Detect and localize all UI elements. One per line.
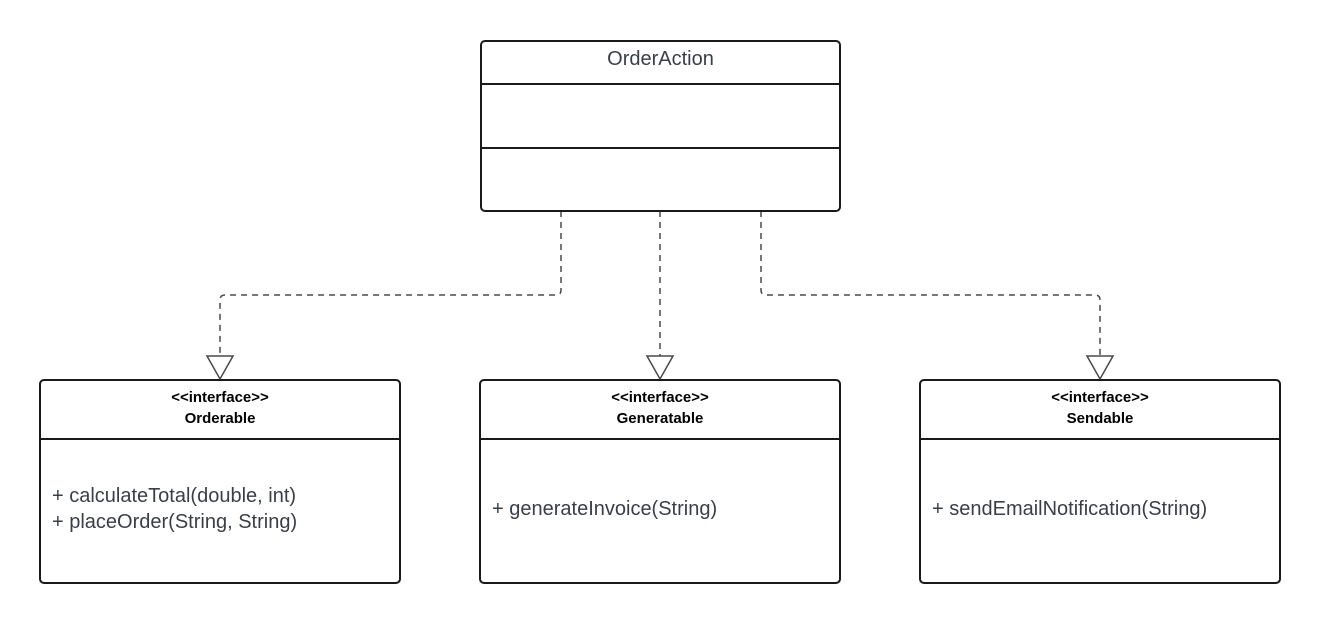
interface-name: Generatable [616, 410, 704, 427]
interface-generatable[interactable]: <<interface>> Generatable + generateInvo… [479, 379, 841, 584]
method-item: + calculateTotal(double, int) [52, 485, 297, 507]
method-item: + sendEmailNotification(String) [932, 498, 1208, 520]
header-divider [481, 438, 839, 440]
method-item: + placeOrder(String, String) [52, 511, 298, 533]
realization-line-sendable [760, 211, 1101, 356]
interface-stereotype: <<interface>> [171, 389, 269, 406]
interface-name: Orderable [184, 410, 256, 427]
method-list: + generateInvoice(String) [492, 496, 717, 522]
interface-name: Sendable [1066, 410, 1134, 427]
arrowhead-generatable-icon [645, 355, 675, 381]
arrowhead-orderable-icon [205, 355, 235, 381]
arrowhead-sendable-icon [1085, 355, 1115, 381]
header-divider [41, 438, 399, 440]
method-list: + sendEmailNotification(String) [932, 496, 1207, 522]
realization-line-orderable [219, 211, 562, 356]
interface-sendable[interactable]: <<interface>> Sendable + sendEmailNotifi… [919, 379, 1281, 584]
interface-stereotype: <<interface>> [611, 389, 709, 406]
method-list: + calculateTotal(double, int) + placeOrd… [52, 483, 297, 535]
interface-stereotype: <<interface>> [1051, 389, 1149, 406]
class-orderaction[interactable]: OrderAction [480, 40, 841, 212]
methods-divider [482, 147, 839, 149]
class-name: OrderAction [607, 48, 714, 70]
header-divider [921, 438, 1279, 440]
interface-orderable[interactable]: <<interface>> Orderable + calculateTotal… [39, 379, 401, 584]
attributes-divider [482, 83, 839, 85]
method-item: + generateInvoice(String) [492, 498, 718, 520]
